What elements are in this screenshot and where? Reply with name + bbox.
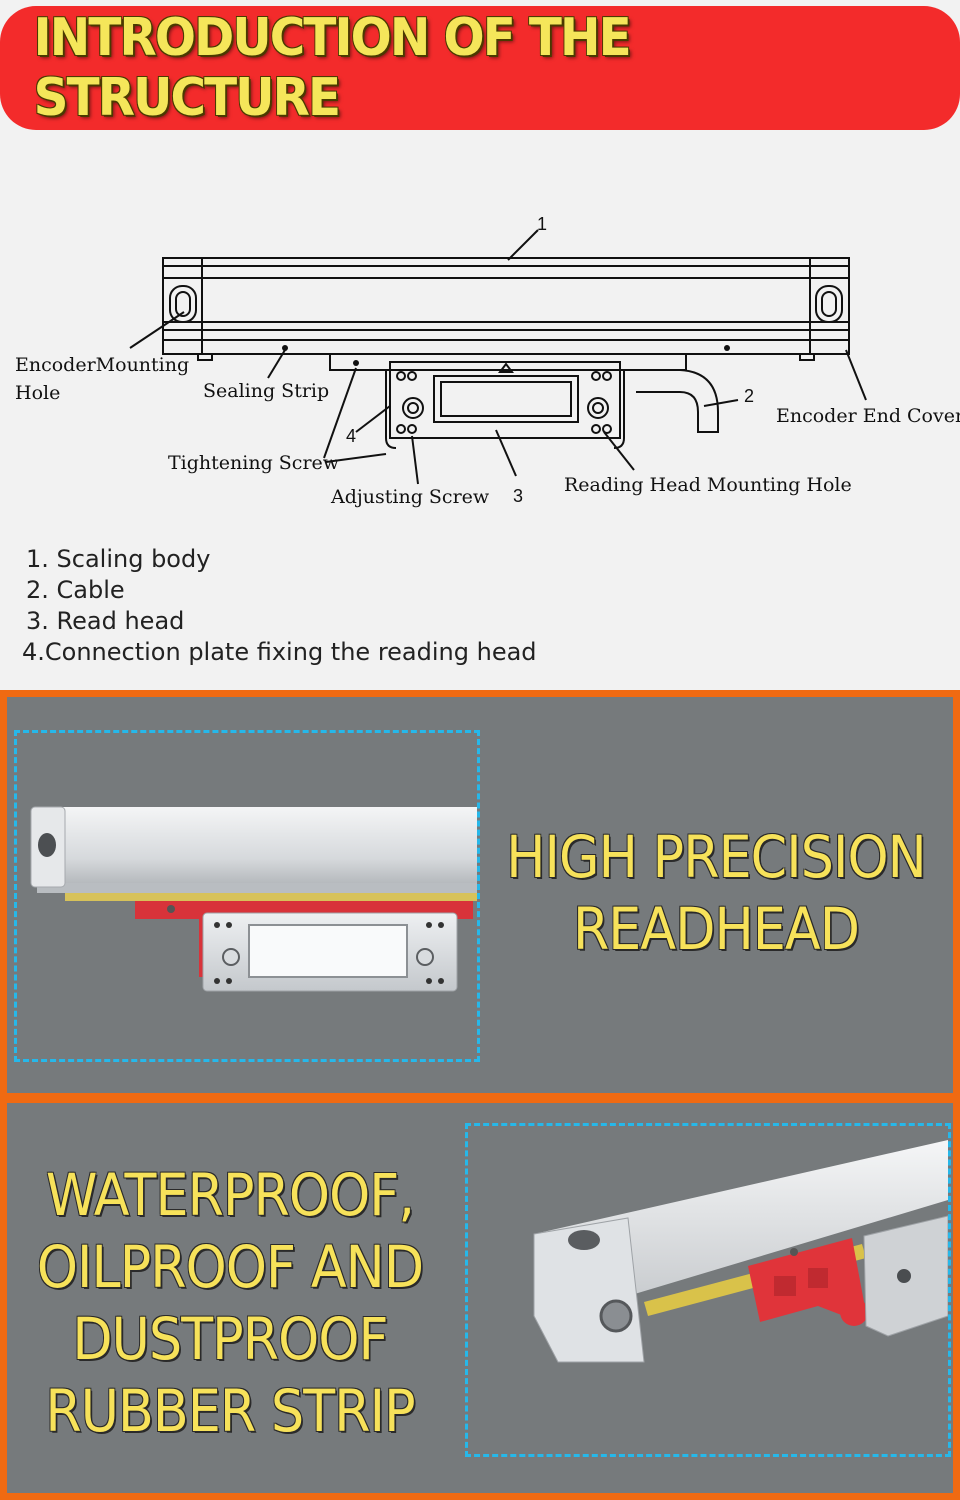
legend-item: 4.Connection plate fixing the reading he…	[22, 638, 537, 666]
callout-3: 3	[513, 486, 524, 506]
title-banner: INTRODUCTION OF THE STRUCTURE	[0, 6, 960, 130]
rubber-strip-photo-frame	[465, 1123, 951, 1457]
legend-item: 3. Read head	[26, 607, 185, 635]
rubber-strip-product-illustration	[533, 1140, 948, 1363]
readhead-title-line1: HIGH PRECISION	[506, 823, 926, 891]
label-tightening-screw: Tightening Screw	[168, 452, 340, 474]
callout-4: 4	[346, 426, 357, 446]
readhead-title-line2: READHEAD	[572, 895, 860, 963]
label-encoder-mounting-hole-line1: EncoderMounting	[15, 354, 190, 376]
parts-legend: 1. Scaling body 2. Cable 3. Read head 4.…	[22, 544, 537, 668]
strip-title-line1: WATERPROOF,	[45, 1161, 415, 1229]
structure-diagram: EncoderMounting Hole Sealing Strip Tight…	[0, 200, 960, 520]
page-title: INTRODUCTION OF THE STRUCTURE	[33, 8, 632, 128]
label-encoder-mounting-hole-line2: Hole	[15, 381, 61, 404]
readhead-photo-frame	[14, 730, 480, 1062]
readhead-product-illustration	[30, 806, 477, 992]
label-encoder-mounting-hole: EncoderMounting Hole	[15, 354, 189, 406]
encoder-line-drawing	[129, 229, 867, 485]
strip-title-line3: DUSTPROOF	[72, 1305, 388, 1373]
readhead-feature-title: HIGH PRECISION READHEAD	[481, 821, 951, 965]
label-adjusting-screw: Adjusting Screw	[331, 486, 490, 508]
rubber-strip-feature-title: WATERPROOF, OILPROOF AND DUSTPROOF RUBBE…	[7, 1159, 453, 1447]
label-sealing-strip: Sealing Strip	[203, 380, 330, 402]
legend-item: 1. Scaling body	[26, 545, 211, 573]
rubber-strip-feature-panel: WATERPROOF, OILPROOF AND DUSTPROOF RUBBE…	[0, 1096, 960, 1500]
legend-item: 2. Cable	[26, 576, 125, 604]
strip-title-line2: OILPROOF AND	[36, 1233, 424, 1301]
callout-1: 1	[537, 214, 548, 234]
callout-2: 2	[744, 386, 755, 406]
strip-title-line4: RUBBER STRIP	[45, 1377, 415, 1445]
label-reading-head-mounting-hole: Reading Head Mounting Hole	[564, 474, 852, 496]
label-encoder-end-cover: Encoder End Cover	[776, 405, 960, 427]
readhead-feature-panel: HIGH PRECISION READHEAD	[0, 690, 960, 1100]
